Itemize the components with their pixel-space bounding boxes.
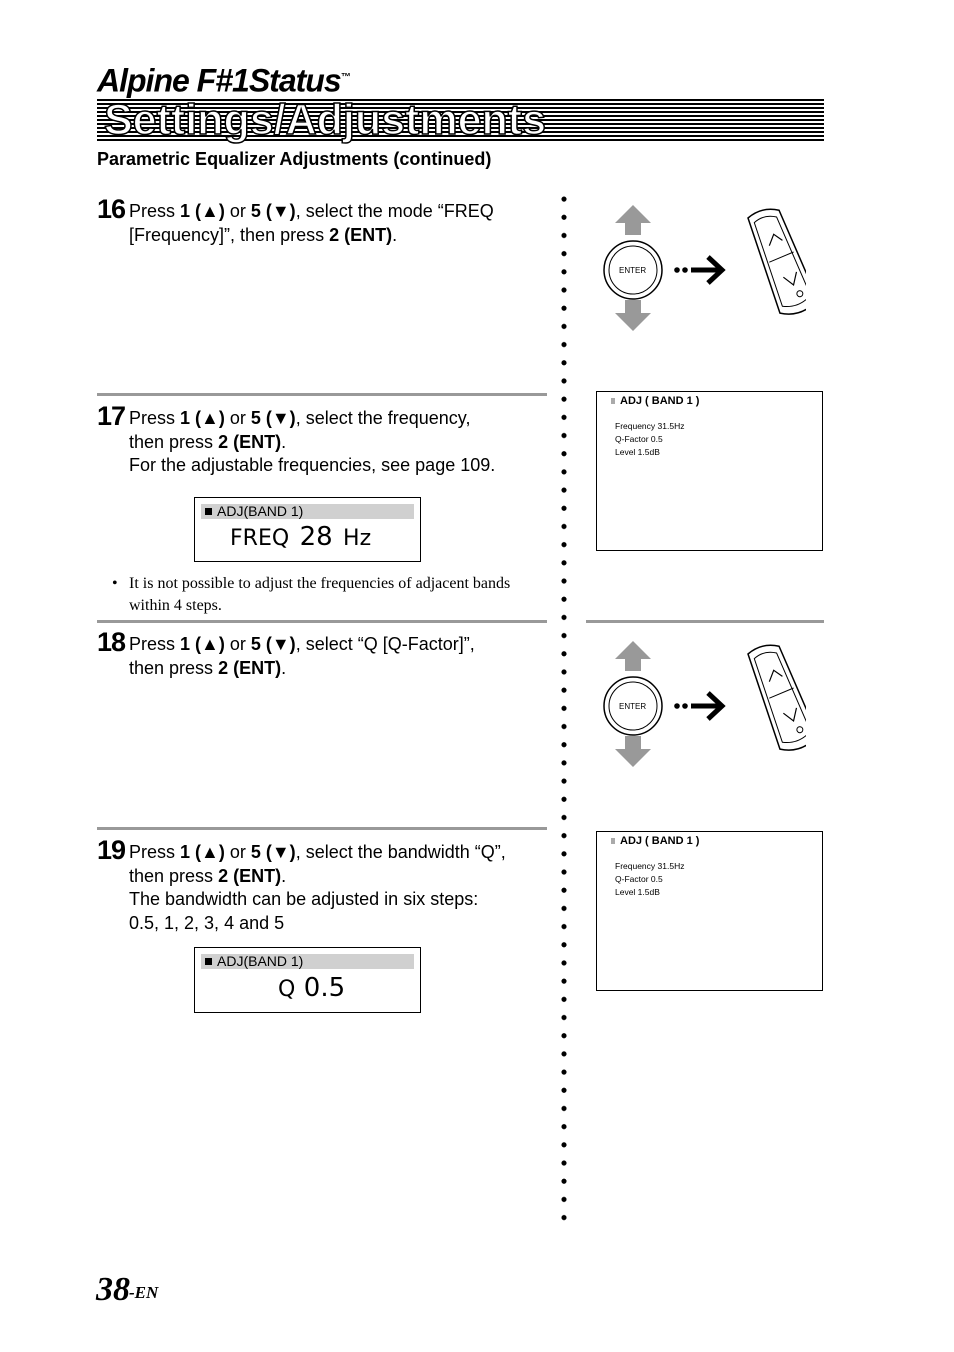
- section-subtitle: Parametric Equalizer Adjustments (contin…: [97, 149, 492, 169]
- display-screen: ADJ ( BAND 1 ) Frequency 31.5Hz Q-Factor…: [596, 391, 823, 551]
- remote-control-icon: [747, 644, 819, 751]
- enter-label: ENTER: [619, 702, 647, 711]
- controller-diagram: [603, 641, 819, 767]
- brand-logo: Alpine F#1Status™: [97, 60, 351, 99]
- lcd-display-q: ADJ(BAND 1) Q 0.5: [194, 947, 421, 1013]
- section-rule: [586, 620, 824, 623]
- screen-line: Q-Factor 0.5: [615, 874, 663, 884]
- lcd-value: Q 0.5: [278, 973, 346, 1003]
- step-18-text: Press 1 (▲) or 5 (▼), select “Q [Q-Facto…: [129, 634, 475, 678]
- screen-line: Level 1.5dB: [615, 887, 660, 897]
- lcd-header: ADJ(BAND 1): [201, 504, 414, 519]
- page-title: Settings/Adjustments: [103, 96, 547, 144]
- step-number: 16: [97, 194, 126, 224]
- step-number: 19: [97, 835, 126, 865]
- display-screen: ADJ ( BAND 1 ) Frequency 31.5Hz Q-Factor…: [596, 831, 823, 991]
- lcd-header: ADJ(BAND 1): [201, 954, 414, 969]
- lcd-value: FREQ 28 Hz: [230, 522, 372, 552]
- step-16-text: Press 1 (▲) or 5 (▼), select the mode “F…: [129, 201, 494, 245]
- down-arrow-icon: [615, 736, 651, 767]
- section-rule: [97, 393, 547, 396]
- right-arrow-icon: [706, 255, 726, 285]
- page-number: 38: [96, 1271, 130, 1308]
- controller-illustration: ENTER: [596, 636, 819, 771]
- screen-header: ADJ ( BAND 1 ): [611, 395, 699, 408]
- trademark: ™: [340, 72, 351, 83]
- step-number: 18: [97, 627, 126, 657]
- up-arrow-icon: [615, 641, 651, 671]
- dotted-divider: [560, 190, 568, 1225]
- up-arrow-icon: [615, 205, 651, 235]
- title-bar: [97, 99, 824, 143]
- step-number: 17: [97, 401, 126, 431]
- step-17-note: •It is not possible to adjust the freque…: [112, 575, 511, 614]
- screen-line: Frequency 31.5Hz: [615, 421, 685, 431]
- brand-text: Alpine F#1Status: [97, 62, 342, 99]
- remote-control-icon: [747, 208, 819, 315]
- right-arrow-icon: [706, 691, 726, 721]
- screen-header: ADJ ( BAND 1 ): [611, 835, 699, 848]
- section-rule: [97, 620, 547, 623]
- step-19-text: Press 1 (▲) or 5 (▼), select the bandwid…: [129, 842, 506, 933]
- screen-line: Level 1.5dB: [615, 447, 660, 457]
- screen-line: Frequency 31.5Hz: [615, 861, 685, 871]
- page-suffix: -EN: [129, 1283, 159, 1302]
- controller-diagram: [603, 205, 819, 331]
- section-rule: [97, 827, 547, 830]
- enter-label: ENTER: [619, 266, 647, 275]
- controller-illustration: ENTER: [596, 200, 819, 335]
- lcd-display-freq: ADJ(BAND 1) FREQ 28 Hz: [194, 497, 421, 562]
- down-arrow-icon: [615, 300, 651, 331]
- step-17-text: Press 1 (▲) or 5 (▼), select the frequen…: [129, 408, 496, 475]
- screen-line: Q-Factor 0.5: [615, 434, 663, 444]
